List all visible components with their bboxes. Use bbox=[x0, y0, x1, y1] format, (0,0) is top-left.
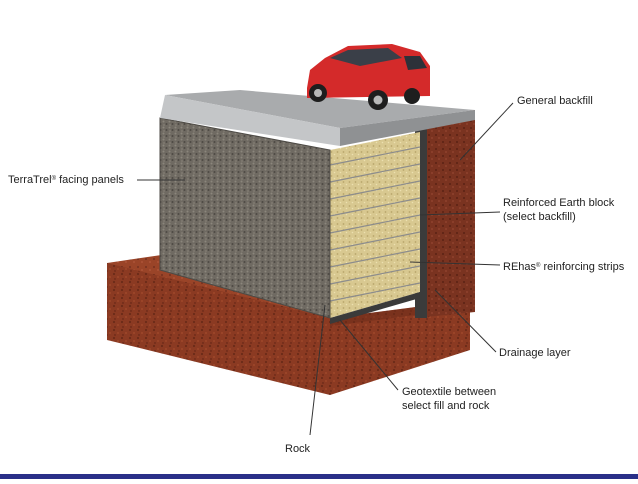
bottom-rule bbox=[0, 474, 638, 479]
reinforcing-strips bbox=[329, 146, 421, 302]
label-rock: Rock bbox=[285, 443, 311, 455]
geotextile bbox=[330, 292, 420, 324]
facing-panels bbox=[159, 117, 331, 319]
select-fill-block bbox=[329, 132, 421, 324]
label-reinforced-earth-block: Reinforced Earth block (select backfill) bbox=[503, 197, 615, 223]
leader-lines bbox=[137, 102, 514, 436]
label-geotextile: Geotextile between select fill and rock bbox=[402, 386, 497, 412]
road-deck bbox=[160, 90, 475, 146]
label-reinforcing-strips: REhas® reinforcing strips bbox=[503, 261, 625, 273]
label-drainage-layer: Drainage layer bbox=[499, 347, 571, 359]
label-general-backfill: General backfill bbox=[517, 95, 593, 107]
label-facing-panels: TerraTrel® facing panels bbox=[8, 174, 124, 186]
car-icon bbox=[307, 44, 430, 110]
